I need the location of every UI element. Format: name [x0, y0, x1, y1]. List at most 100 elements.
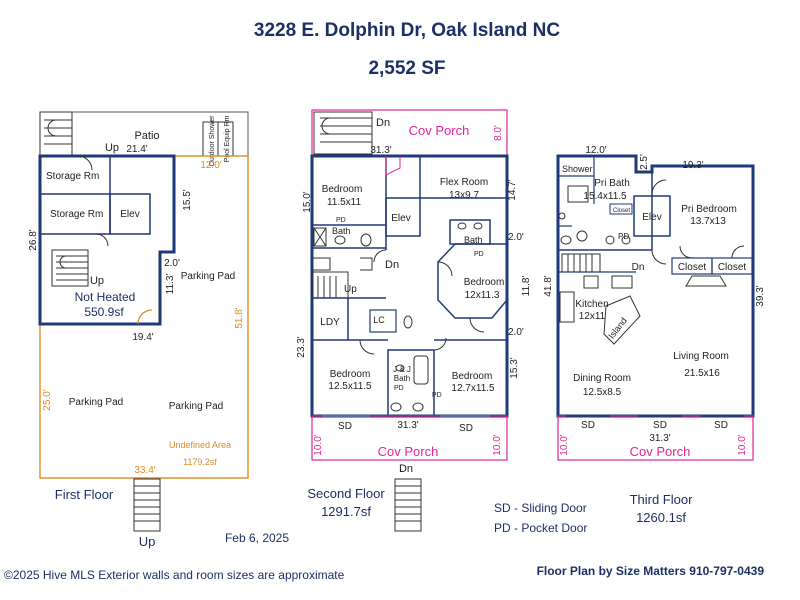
bathtub	[413, 355, 429, 385]
first-floor-title: First Floor	[55, 487, 114, 502]
bedroom-4-size: 12.7x11.5	[451, 383, 495, 394]
dim-10ft-right: 10.0'	[492, 434, 503, 455]
small-closet-label: Closet	[613, 208, 630, 214]
dining-room-label: Dining Room	[573, 373, 631, 384]
dim-15-5ft: 15.5'	[182, 189, 193, 210]
outdoor-shower-label: Outdoor Shower	[209, 115, 216, 167]
footer-credit: Floor Plan by Size Matters 910-797-0439	[537, 564, 765, 578]
third-floor-sf: 1260.1sf	[636, 510, 686, 525]
dining-room-size: 12.5x8.5	[583, 387, 622, 398]
bottom-cov-porch-label: Cov Porch	[378, 444, 439, 459]
elevator-2-label: Elev	[391, 213, 410, 224]
elevator-3-label: Elev	[642, 212, 661, 223]
pd-label-4: PD	[432, 392, 442, 399]
dim-23-3ft: 23.3'	[296, 336, 307, 357]
first-floor-plan: Outdoor Shower Pool Equip Rm Patio 21.4'…	[28, 111, 249, 549]
primary-bedroom-label: Pri Bedroom	[681, 204, 737, 215]
bottom-porch-outline	[311, 415, 508, 461]
second-floor-plan: Dn Cov Porch 8.0' 31.3'	[296, 109, 532, 532]
elevator-shaft-2	[385, 197, 421, 237]
parking-pad-label-3: Parking Pad	[169, 401, 223, 412]
dim-33-4ft: 33.4'	[134, 465, 155, 476]
third-dn-label: Dn	[632, 262, 645, 273]
dim-11-3ft: 11.3'	[165, 274, 176, 295]
undefined-area-outline	[39, 155, 249, 479]
dim-10ft-third-left: 10.0'	[559, 434, 570, 455]
third-sliding-door-1: SD	[581, 420, 595, 431]
bottom-porch-dn: Dn	[399, 463, 413, 475]
not-heated-sf: 550.9sf	[84, 305, 124, 319]
bedroom-2-size: 12x11.3	[465, 290, 500, 301]
patio-dimension: 21.4'	[126, 144, 147, 155]
closet-1-label: Closet	[678, 262, 707, 273]
third-cov-porch-label: Cov Porch	[630, 444, 691, 459]
island-label: Island	[606, 316, 629, 341]
primary-bath-label: Pri Bath	[594, 178, 630, 189]
dim-31-3ft-third: 31.3'	[649, 433, 670, 444]
top-porch-dn: Dn	[376, 117, 390, 129]
dim-11-8ft: 11.8'	[521, 276, 532, 297]
parking-pad-label-1: Parking Pad	[181, 271, 235, 282]
closet-2-label: Closet	[718, 262, 747, 273]
linen-closet-label: LC	[373, 315, 385, 325]
top-porch-stair	[313, 111, 373, 155]
undefined-area-label: Undefined Area	[169, 440, 231, 450]
laundry-label: LDY	[320, 317, 340, 328]
storage-room-2-label: Storage Rm	[50, 209, 103, 220]
pd-label-2: PD	[474, 251, 484, 258]
exterior-stair-1	[133, 478, 161, 532]
not-heated-label: Not Heated	[75, 290, 136, 304]
dim-39-3ft: 39.3'	[755, 285, 766, 306]
total-square-footage: 2,552 SF	[368, 58, 445, 79]
patio-up-label: Up	[105, 142, 119, 154]
bedroom-1-size: 11.5x11	[327, 197, 362, 208]
bedroom-4-label: Bedroom	[452, 371, 493, 382]
elevator-1-label: Elev	[120, 209, 139, 220]
flex-room-label: Flex Room	[440, 177, 488, 188]
undefined-area-sf: 1179.2sf	[183, 457, 217, 467]
dim-41-8ft: 41.8'	[543, 275, 554, 296]
patio-stair	[39, 111, 73, 157]
dim-19-3ft: 19.3'	[682, 160, 703, 171]
pd-label-1: PD	[336, 217, 346, 224]
third-floor-title: Third Floor	[630, 492, 694, 507]
bedroom-3-size: 12.5x11.5	[328, 381, 372, 392]
dim-12ft-third: 12.0'	[585, 145, 606, 156]
shower-label: Shower	[562, 164, 593, 174]
dim-15ft: 15.0'	[302, 191, 313, 212]
primary-bedroom-size: 13.7x13	[690, 216, 726, 227]
dim-10ft-left: 10.0'	[313, 434, 324, 455]
footer-disclaimer: ©2025 Hive MLS Exterior walls and room s…	[4, 568, 345, 582]
dim-10ft-third-right: 10.0'	[737, 434, 748, 455]
dim-15-3ft: 15.3'	[509, 357, 520, 378]
dim-31-3ft-bottom: 31.3'	[397, 420, 418, 431]
sliding-door-label-2: SD	[459, 423, 473, 434]
dim-2ft-b: 2.0'	[508, 327, 524, 338]
kitchen-size: 12x11	[579, 311, 606, 322]
kitchen-label: Kitchen	[575, 299, 608, 310]
mid-up-label: Up	[344, 284, 357, 295]
bedroom-1-label: Bedroom	[322, 184, 363, 195]
exterior-stair-2	[394, 478, 422, 532]
dim-14-7ft: 14.7'	[507, 179, 518, 200]
dim-31-3ft-top: 31.3'	[370, 145, 391, 156]
legend-pocket-door: PD - Pocket Door	[494, 521, 587, 535]
pool-equip-label: Pool Equip Rm	[224, 115, 231, 162]
primary-bath-size: 15.4x11.5	[583, 191, 627, 202]
bedroom-3-label: Bedroom	[330, 369, 371, 380]
elevator-shaft-3	[633, 195, 671, 237]
patio-label: Patio	[134, 130, 159, 142]
dim-51-8ft: 51.8'	[234, 307, 245, 328]
first-floor-up-label: Up	[139, 534, 156, 549]
plan-date: Feb 6, 2025	[225, 531, 289, 545]
not-heated-walls	[38, 154, 176, 326]
dim-8ft: 8.0'	[493, 125, 504, 141]
living-room-label: Living Room	[673, 351, 729, 362]
dim-2ft: 2.0'	[164, 258, 180, 269]
address-title: 3228 E. Dolphin Dr, Oak Island NC	[254, 20, 560, 41]
bedroom-2-label: Bedroom	[464, 277, 505, 288]
elevator-shaft-1	[109, 193, 151, 235]
third-pd-label: PD	[618, 232, 629, 241]
storage-room-1-label: Storage Rm	[46, 171, 99, 182]
